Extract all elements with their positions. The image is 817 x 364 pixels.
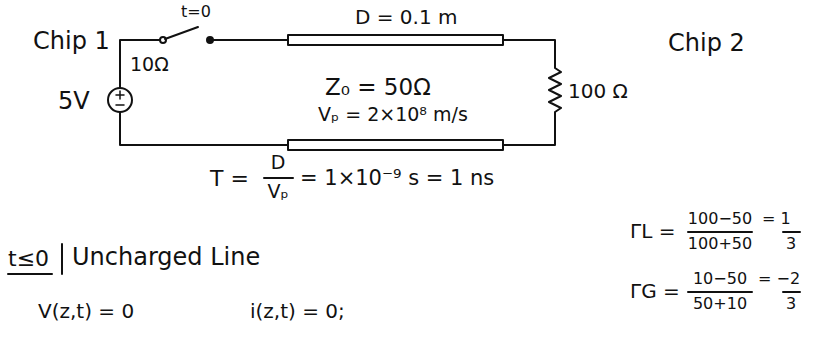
fraction-bar [783, 231, 800, 233]
fraction-numerator: 100−50 [688, 210, 752, 228]
time-condition: t≤0 [8, 246, 49, 271]
fraction-numerator: = 1 [762, 210, 791, 228]
transmission-line-conductor [288, 35, 503, 45]
divider-bar [61, 244, 63, 274]
reflection-coefficient: ΓL = [630, 220, 675, 243]
fraction-bar [264, 177, 293, 179]
underline [8, 273, 52, 275]
fraction-denominator: Vₚ [267, 181, 288, 203]
fraction-denominator: 3 [786, 295, 796, 313]
chip-label: Chip 1 [33, 28, 110, 56]
equation-text: = 1×10⁻⁹ s = 1 ns [300, 166, 494, 190]
load-resistance: 100 Ω [568, 80, 628, 103]
minus-sign [116, 104, 124, 106]
fraction-numerator: = −2 [758, 270, 800, 288]
equation-text: T = [210, 166, 249, 191]
source-resistance: 10Ω [130, 54, 169, 76]
phase-velocity: Vₚ = 2×10⁸ m/s [318, 104, 468, 126]
fraction-denominator: 3 [786, 235, 796, 253]
fraction-denominator: 100+50 [688, 235, 752, 253]
characteristic-impedance: Z₀ = 50Ω [325, 74, 431, 100]
transmission-line-conductor [288, 140, 503, 150]
fraction-bar [783, 291, 800, 293]
switch-time: t=0 [181, 3, 211, 21]
source-voltage: 5V [58, 88, 90, 116]
wire [213, 39, 288, 41]
voltage-source-symbol [108, 88, 132, 112]
switch-arm [165, 27, 198, 39]
line-length: D = 0.1 m [355, 6, 458, 29]
plus-sign [116, 94, 124, 96]
fraction-denominator: 50+10 [693, 295, 747, 313]
fraction-bar [688, 231, 752, 233]
section-heading: Uncharged Line [72, 244, 260, 272]
wire [120, 112, 288, 145]
chip-label: Chip 2 [668, 30, 745, 58]
equation-text: V(z,t) = 0 [38, 300, 134, 323]
fraction-numerator: 10−50 [693, 270, 747, 288]
load-resistor-symbol [503, 40, 561, 145]
equation-text: i(z,t) = 0; [250, 300, 345, 323]
reflection-coefficient: ΓG = [630, 280, 680, 303]
fraction-bar [688, 291, 752, 293]
fraction-numerator: D [271, 152, 286, 174]
